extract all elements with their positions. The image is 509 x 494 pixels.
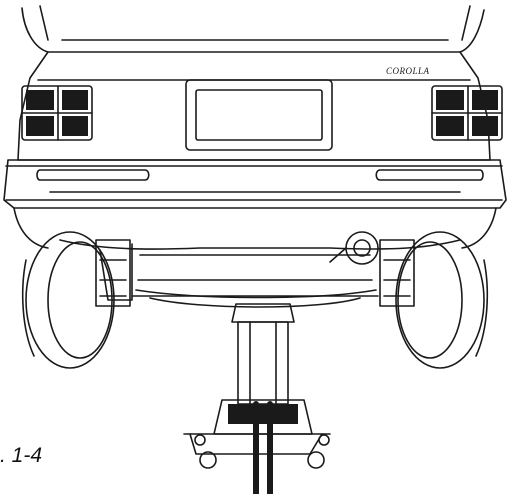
left-wheel	[21, 231, 133, 369]
right-wheel	[379, 231, 489, 369]
exhaust-muffler	[329, 231, 379, 265]
rear-bumper	[5, 165, 503, 201]
figure-label: . 1-4	[0, 444, 43, 467]
model-badge: COROLLA	[386, 66, 430, 76]
rear-axle	[59, 239, 461, 308]
license-plate-recess	[185, 79, 333, 151]
right-tail-light	[431, 85, 503, 141]
left-tail-light	[21, 85, 93, 141]
floor-jack	[183, 303, 331, 494]
model-badge-text: COROLLA	[386, 66, 430, 76]
